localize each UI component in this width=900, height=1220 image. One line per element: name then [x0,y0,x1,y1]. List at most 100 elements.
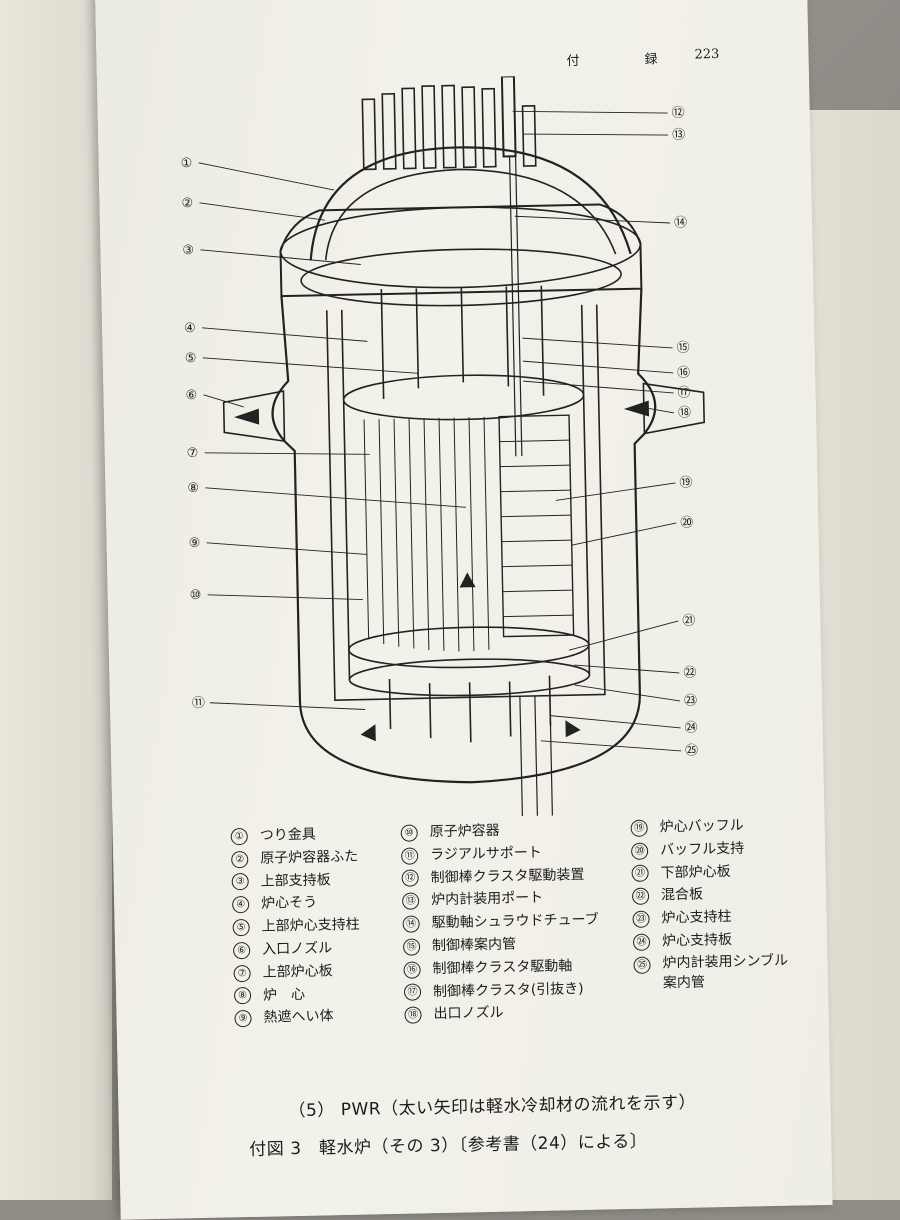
reactor-core [363,416,490,652]
legend-text: 駆動軸シュラウドチューブ [431,911,599,932]
legend-number: ⑩ [400,824,418,842]
legend-text: 炉内計装用ポート [430,890,544,909]
callout-16: ⑯ [677,366,690,381]
legend-number: ⑬ [401,892,420,911]
legend-text: 原子炉容器 [429,822,500,841]
legend-text: 上部支持板 [260,871,331,890]
legend-text: 入口ノズル [261,940,333,958]
callout-22: ㉒ [683,666,696,681]
legend-text: バッフル支持 [659,840,745,859]
legend-number: ④ [232,896,250,914]
legend-number: ③ [231,873,249,891]
legend-text: 出口ノズル [433,1005,504,1023]
legend-number: ⑳ [630,842,649,860]
callout-25: ㉕ [685,744,698,759]
legend-item: ④ 炉心そう [232,891,359,916]
baffle-region [498,414,575,638]
callout-2: ② [181,196,193,211]
legend-number: ② [231,850,249,869]
pwr-reactor-diagram: ① ② ③ ④ ⑤ ⑥ ⑦ ⑧ ⑨ ⑩ ⑪ ⑫ ⑬ ⑭ ⑮ ⑯ ⑰ ⑱ ⑲ ⑳ … [181,75,706,817]
legend-text: 制御棒クラスタ(引抜き) [432,980,584,1000]
callout-8: ⑧ [187,481,199,496]
legend-number: ㉒ [631,887,650,906]
outlet-nozzle [642,382,706,435]
legend-number: ⑫ [401,869,419,888]
callout-20: ⑳ [680,516,693,531]
legend-number: ⑭ [402,915,420,933]
running-head-left: 付 [566,53,580,70]
drive-shaft [508,156,523,457]
legend-text: 炉心支持柱 [661,909,732,927]
callout-14: ⑭ [674,216,687,231]
coolant-flow-arrows [233,400,650,742]
legend-text: 下部炉心板 [660,863,731,881]
legend-item: ⑰ 制御棒クラスタ(引抜き) [403,977,601,1004]
legend-number: ⑲ [630,819,648,837]
legend-number: ⑨ [234,1010,252,1028]
legend-number: ⑰ [403,983,422,1002]
legend-number: ㉑ [631,865,649,883]
legend-text: 制御棒クラスタ駆動装置 [430,866,585,886]
legend-text: ラジアルサポート [430,844,542,863]
legend-item: ⑭ 駆動軸シュラウドチューブ [402,909,599,936]
legend-number: ㉕ [633,956,651,974]
callout-11: ⑪ [192,696,205,711]
book-page: 付 録 223 [95,0,833,1220]
legend-item: ⑳ バッフル支持 [630,836,790,862]
running-head-middle: 録 [644,52,658,68]
figure-subcaption: （5） PWR（太い矢印は軽水冷却材の流れを示す） [288,1092,697,1122]
callout-1: ① [181,156,193,171]
callout-7: ⑦ [187,446,199,461]
legend-number: ⑯ [403,961,421,979]
legend-text: 原子炉容器ふた [260,848,359,867]
callout-24: ㉔ [684,721,697,736]
legend-text: 炉 心 [262,986,306,1004]
vessel-wall [271,288,657,784]
legend-text: 炉心そう [261,894,318,913]
callout-19: ⑲ [679,476,692,491]
callout-21: ㉑ [682,614,695,629]
callout-23: ㉓ [684,694,697,709]
callout-9: ⑨ [188,536,200,551]
legend-text: 上部炉心板 [262,963,333,981]
legend-text: 制御棒クラスタ駆動軸 [432,958,573,977]
legend-text: 炉心支持板 [661,931,733,950]
legend-number: ㉓ [632,910,650,929]
legend-text: 混合板 [660,886,704,904]
legend-number: ⑧ [233,987,252,1005]
callout-6: ⑥ [185,388,197,403]
legend-item: ⑤ 上部炉心支持柱 [232,914,360,939]
legend-item: ⑱ 出口ノズル [404,1000,601,1027]
callout-3: ③ [182,243,194,258]
legend-item: ② 原子炉容器ふた [231,845,358,870]
legend-item: ⑧ 炉 心 [233,982,361,1007]
callout-15: ⑮ [676,341,689,356]
callout-18: ⑱ [678,406,691,421]
left-facing-page [0,0,112,1200]
legend-number: ⑱ [404,1006,422,1025]
legend-text: 制御棒案内管 [431,936,517,955]
callout-5: ⑤ [185,351,197,366]
legend-number: ⑤ [232,919,250,937]
callout-12: ⑫ [672,106,685,121]
legend-text: 上部炉心支持柱 [261,916,360,935]
legend-text: 熱遮へい体 [263,1008,334,1027]
callout-17: ⑰ [677,386,690,401]
callout-10: ⑩ [190,588,202,603]
legend-item: ⑨ 熱遮へい体 [234,1005,361,1030]
figure-caption: 付図 3 軽水炉（その 3）〔参考書（24）による〕 [249,1131,648,1161]
legend-number: ㉔ [632,933,651,951]
legend-item: ③ 上部支持板 [231,868,358,893]
